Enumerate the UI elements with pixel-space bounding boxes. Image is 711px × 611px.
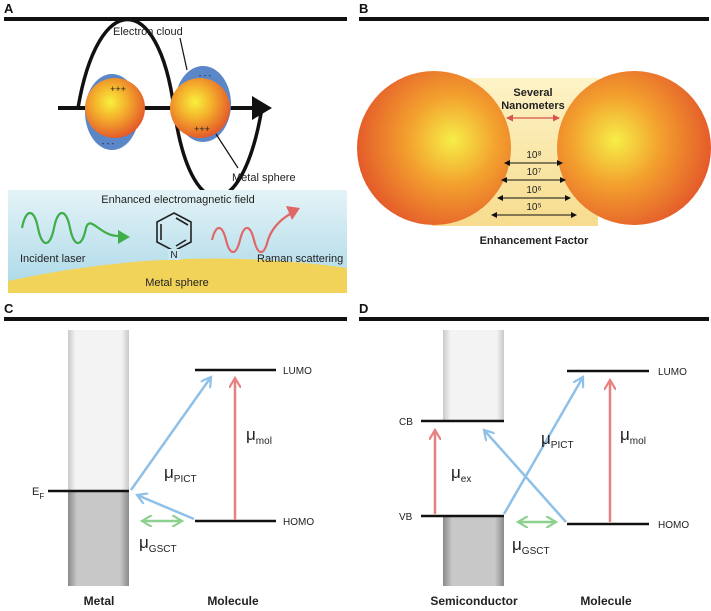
- pict-back-arrow: [137, 495, 195, 521]
- mu-pict-label: μPICT: [164, 463, 197, 485]
- metal-empty-states: [68, 330, 129, 491]
- metal-surface: [8, 258, 347, 293]
- vb-to-lumo-arrow: [502, 377, 583, 515]
- ef-value-2: 10⁷: [527, 167, 542, 178]
- valence-band: [443, 516, 504, 586]
- pyridine-n-bg: [168, 249, 180, 260]
- pyridine-nitrogen: N: [170, 250, 177, 261]
- charge-bottom-left: - - -: [102, 139, 115, 148]
- metal-filled-states: [68, 491, 129, 586]
- panel-d-top-rule: [359, 317, 709, 321]
- gap-label-line1: Several: [513, 87, 552, 99]
- charge-top-right: - - -: [199, 71, 212, 80]
- charge-bottom-right: +++: [194, 124, 210, 134]
- panel-c-letter: C: [4, 301, 14, 316]
- big-sphere-right: [557, 71, 711, 225]
- cb-label: CB: [399, 417, 413, 428]
- incident-laser-arrow-icon: [118, 230, 130, 244]
- vb-label: VB: [399, 512, 413, 523]
- panel-b: B Several Nanometers 10⁸ 10⁷ 10⁶ 10⁵ Enh…: [357, 1, 711, 247]
- fermi-label: EF: [32, 486, 44, 501]
- charge-top-left: +++: [110, 84, 126, 94]
- metal-sphere-right: [170, 78, 230, 138]
- panel-a: A +++ - - - - - - +++ Electron cloud Met…: [4, 1, 347, 293]
- field-label: Enhanced electromagnetic field: [101, 194, 254, 206]
- mu-mol-label-d: μmol: [620, 425, 646, 447]
- mu-pict-label-d: μPICT: [541, 429, 574, 451]
- ef-value-4: 10⁵: [526, 202, 541, 213]
- electron-cloud-leader: [179, 37, 188, 71]
- mu-gsct-label-d: μGSCT: [512, 535, 550, 557]
- mu-gsct-label: μGSCT: [139, 533, 177, 555]
- metal-caption: Metal: [84, 594, 115, 608]
- metal-sphere-bottom-label: Metal sphere: [145, 277, 209, 289]
- incident-laser-wave: [20, 211, 119, 245]
- enhancement-factor-caption: Enhancement Factor: [480, 235, 590, 247]
- metal-sphere-label: Metal sphere: [232, 172, 296, 184]
- panel-d: D CB VB LUMO HOMO μex μPICT μmol μGSCT S…: [359, 301, 709, 608]
- metal-sphere-left: [85, 78, 145, 138]
- panel-a-top-rule: [4, 17, 347, 21]
- homo-label-d: HOMO: [658, 520, 689, 531]
- big-sphere-left: [357, 71, 511, 225]
- panel-c: C EF LUMO HOMO μPICT μmol μGSCT Metal Mo…: [4, 301, 347, 608]
- ef-value-3: 10⁶: [526, 185, 541, 196]
- panel-d-letter: D: [359, 301, 368, 316]
- metal-sphere-leader: [215, 133, 239, 169]
- panel-b-letter: B: [359, 1, 368, 16]
- molecule-caption-d: Molecule: [580, 594, 632, 608]
- conduction-band: [443, 330, 504, 421]
- raman-arrow-icon: [286, 206, 300, 220]
- lumo-label: LUMO: [283, 366, 312, 377]
- mu-ex-label: μex: [451, 463, 471, 485]
- raman-wave: [210, 213, 291, 254]
- panel-c-top-rule: [4, 317, 347, 321]
- panel-a-letter: A: [4, 1, 14, 16]
- electron-cloud-label: Electron cloud: [113, 26, 183, 38]
- raman-scattering-label: Raman scattering: [257, 253, 343, 265]
- semiconductor-caption: Semiconductor: [430, 594, 518, 608]
- lumo-label-d: LUMO: [658, 367, 687, 378]
- pict-up-arrow: [129, 377, 211, 491]
- homo-label: HOMO: [283, 517, 314, 528]
- panel-b-top-rule: [359, 17, 709, 21]
- mu-mol-label: μmol: [246, 425, 272, 447]
- incident-laser-label: Incident laser: [20, 253, 86, 265]
- homo-to-cb-arrow: [484, 430, 567, 523]
- gap-label-line2: Nanometers: [501, 100, 565, 112]
- molecule-caption-c: Molecule: [207, 594, 259, 608]
- ef-value-1: 10⁸: [526, 150, 541, 161]
